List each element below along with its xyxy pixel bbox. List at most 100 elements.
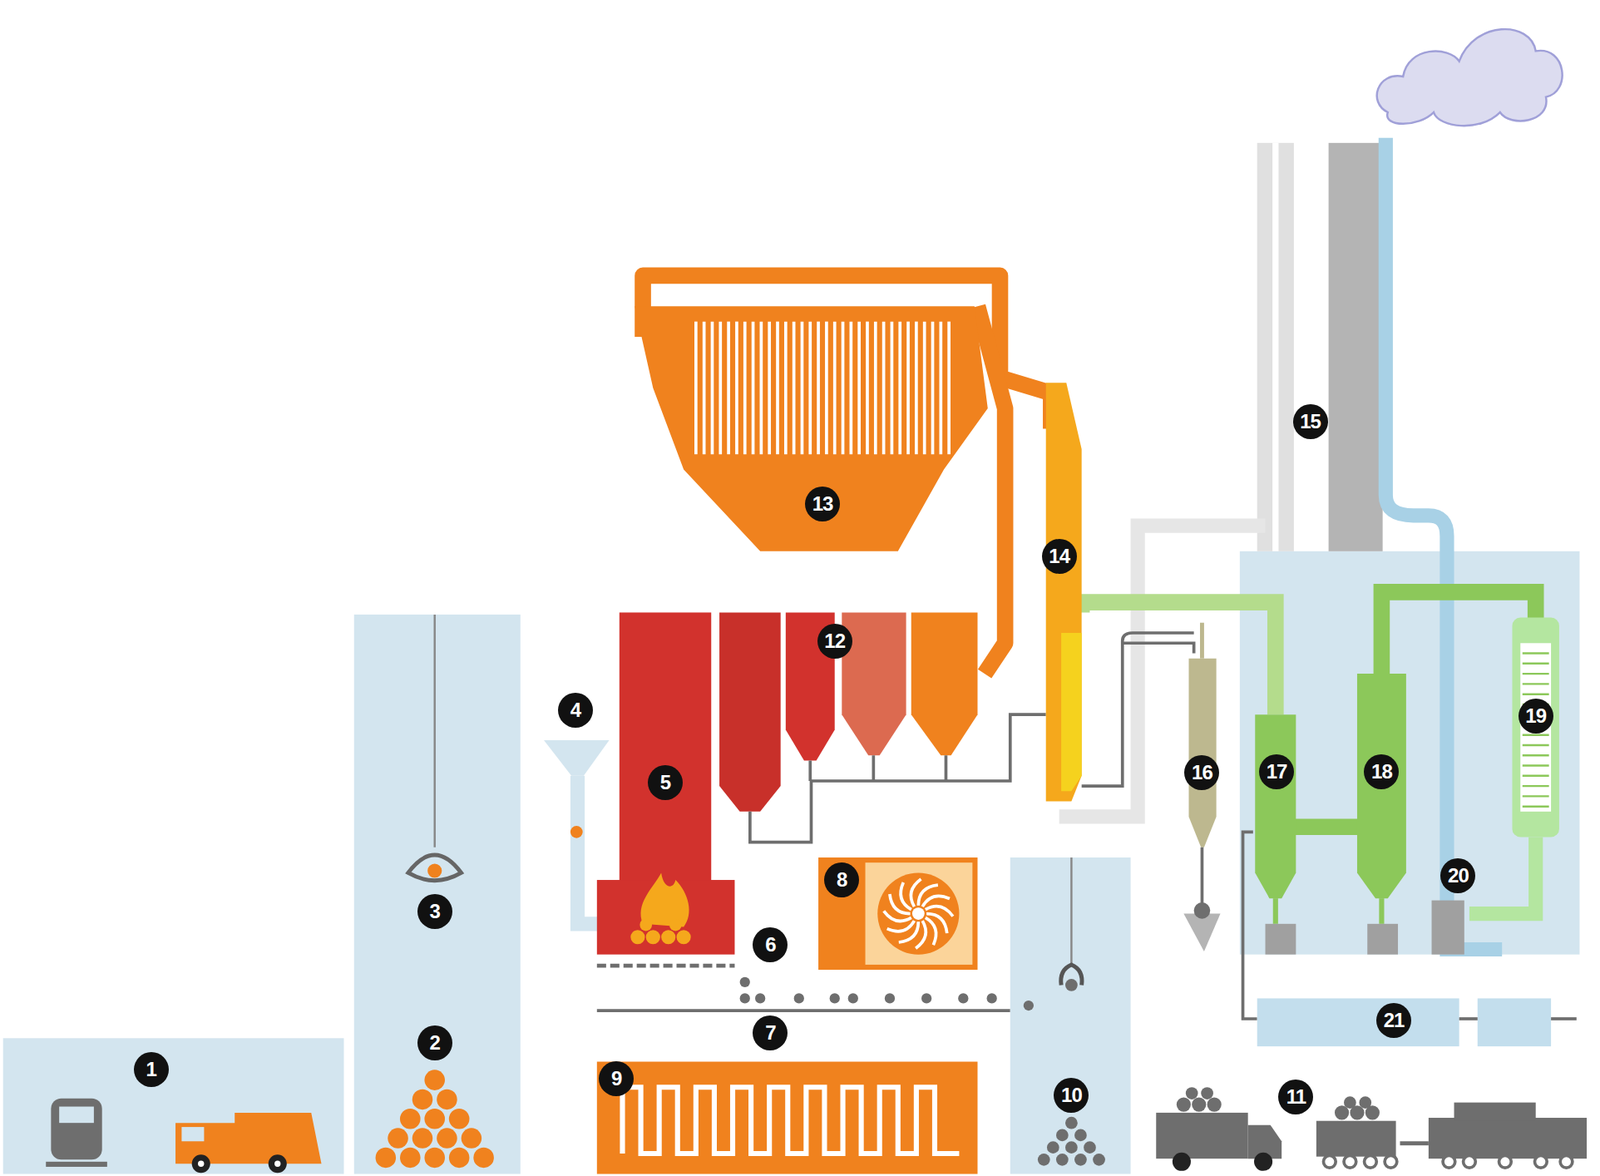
residue-transport-part [1323,1155,1572,1168]
flue-gas-cleaning-part [1550,1017,1577,1021]
flue-gas-cleaning-part-part [1522,804,1550,807]
residue-transport-part [1185,1086,1199,1100]
flue-gas-cleaning-part-part [1522,662,1550,665]
grate-conveyor-part-part [958,992,968,1003]
callout-number: 7 [752,1015,788,1051]
flue-gas-cleaning-part [1189,658,1217,848]
callout-number: 6 [752,927,788,963]
turbine-part [818,857,978,970]
flue-gas-cleaning-part [1469,836,1536,914]
grate-conveyor-part-part [755,992,766,1003]
delivery-area-part [50,1098,102,1161]
boiler-part-part [711,321,715,455]
furnace-part-part [646,929,661,944]
boiler-part-part [882,321,886,455]
waste-bunker-part-part [449,1108,470,1130]
turbine-part [865,862,973,965]
flue-gas-cleaning-part [1059,525,1266,817]
waste-bunker-part-part [449,1147,470,1169]
flue-gas-cleaning-part [1257,143,1294,552]
waste-bunker-part-part [400,1147,421,1169]
boiler-part-part [784,321,788,455]
boiler-passes [719,612,1047,842]
waste-bunker-part-part [436,1089,458,1111]
delivery-area-part [59,1106,94,1124]
boiler-part [634,306,988,552]
boiler-part-part [735,321,739,455]
boiler-part-part [947,321,951,455]
grate-conveyor-part-part [794,992,805,1003]
residue-transport-part-part [1499,1155,1512,1168]
boiler-passes-part [809,755,946,781]
boiler-part-part [808,321,812,455]
slag-bunker-part [1037,1116,1106,1166]
boiler-part-part [824,321,829,455]
callout-number: 17 [1259,754,1294,790]
residue-transport-part-part [1560,1155,1573,1168]
residue-transport-part [1428,1117,1587,1159]
feed-hopper-part [543,740,610,776]
boiler-part [696,321,949,455]
boiler-part-part [718,321,722,455]
residue-transport-part [1254,1152,1273,1171]
flue-gas-cleaning-part-part [1522,764,1550,766]
delivery-area-part [274,1160,281,1167]
furnace-part [641,872,690,927]
turbine-part [877,872,959,954]
flue-gas-cleaning-part [1378,898,1384,924]
boiler-part-part [931,321,935,455]
flue-gas-cleaning-part [1243,831,1258,1019]
waste-bunker-part [408,854,462,881]
residue-transport-part [1172,1152,1191,1171]
boiler-part-part [816,321,820,455]
heat-exchanger-part [622,1086,959,1154]
residue-transport-part [1358,1096,1372,1109]
grate-conveyor [597,965,1011,1011]
flue-gas-cleaning-part [1200,622,1205,659]
grate-conveyor-part-part [884,992,895,1003]
boiler-part-part [760,321,764,455]
boiler-part-part [865,321,870,455]
callout-number: 20 [1440,858,1476,894]
flue-gas-cleaning-part-part [1522,775,1550,777]
flue-gas-cleaning-part [1046,382,1082,801]
flue-gas-cleaning-part-part [1522,785,1550,787]
flue-gas-cleaning-part-part [1522,734,1550,736]
boiler-part-part [767,321,771,455]
boiler-part-part [890,321,894,455]
furnace-part-part [676,929,692,944]
slag-bunker-part-part [1092,1153,1106,1166]
callout-number: 9 [598,1061,634,1097]
flue-gas-cleaning-part [1367,923,1398,955]
grate-conveyor-part-part [740,977,751,988]
boiler-passes-part [719,612,781,811]
residue-transport-part [1454,1102,1536,1121]
smoke-cloud-part [1377,29,1563,126]
boiler-passes-part [750,714,1047,842]
grate-conveyor-part-part [987,992,998,1003]
slag-bunker-part-part [1074,1153,1087,1166]
flue-gas-cleaning-part-part [1522,744,1550,746]
callout-number: 15 [1293,404,1329,440]
boiler-part-part [833,321,837,455]
waste-bunker-part-part [375,1147,397,1169]
residue-transport-part-part [1463,1155,1477,1168]
callout-number: 11 [1278,1079,1314,1115]
delivery-area-part [192,1154,211,1173]
callout-number: 10 [1053,1077,1089,1113]
flue-gas-cleaning-part [1194,902,1211,919]
flue-gas-cleaning-part [1081,632,1195,786]
flue-gas-cleaning-part [1272,143,1279,552]
residue-transport [1155,1086,1587,1171]
turbine-part [912,907,925,920]
residue-transport-part [1316,1120,1397,1157]
flue-gas-cleaning-part-part [1522,692,1550,695]
boiler-part-part [751,321,756,455]
residue-transport-part [1343,1096,1357,1109]
flue-gas-cleaning-part [1328,143,1383,552]
waste-bunker-part [427,863,442,878]
turbine-part-part [925,906,954,917]
flue-gas-cleaning-part [1459,1017,1478,1021]
callout-number: 5 [647,765,683,800]
